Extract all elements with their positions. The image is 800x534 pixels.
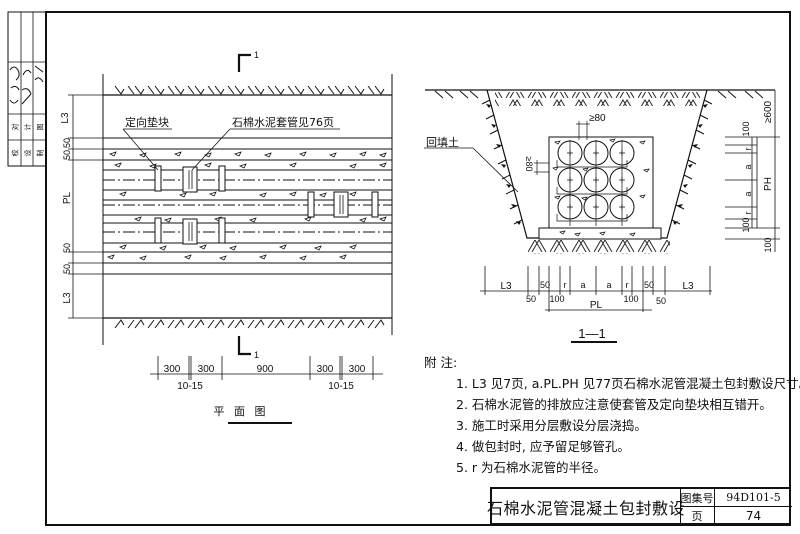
label-backfill: 回填土 [426, 135, 459, 149]
signature-icon [9, 66, 20, 104]
svg-text:a: a [580, 280, 585, 290]
svg-text:50: 50 [62, 243, 72, 253]
svg-text:a: a [606, 280, 611, 290]
svg-text:50: 50 [62, 264, 72, 274]
svg-text:300: 300 [164, 364, 181, 375]
label-orientation-block: 定向垫块 [125, 115, 169, 129]
svg-text:r: r [564, 280, 567, 290]
label-sleeve: 石棉水泥套管见76页 [232, 115, 334, 129]
svg-text:10-15: 10-15 [328, 381, 354, 392]
svg-text:1: 1 [254, 350, 259, 360]
atlas-number: 94D101-5 [715, 489, 792, 507]
note-item: 1. L3 见7页, a.PL.PH 见77页石棉水泥管混凝土包封敷设尺寸。 [456, 376, 800, 391]
svg-text:100: 100 [763, 237, 773, 252]
svg-text:50: 50 [62, 138, 72, 148]
drawing-frame [45, 11, 791, 526]
section-view: ≥80 ≥80 回填土 ≥600 100 r a a r 100 100 [424, 89, 780, 343]
svg-text:50: 50 [540, 280, 550, 290]
svg-text:100: 100 [741, 121, 751, 136]
svg-text:≥600: ≥600 [763, 100, 774, 123]
svg-text:L3: L3 [60, 112, 71, 124]
note-item: 4. 做包封时, 应予留足够管孔。 [456, 439, 630, 454]
notes: 附 注: 1. L3 见7页, a.PL.PH 见77页石棉水泥管混凝土包封敷设… [424, 352, 800, 478]
svg-text:100: 100 [741, 217, 751, 232]
svg-text:1: 1 [254, 50, 259, 60]
svg-text:a: a [743, 164, 753, 169]
svg-text:50: 50 [62, 150, 72, 160]
section-mark-top [237, 53, 251, 72]
svg-text:对: 对 [11, 124, 20, 131]
section-caption: 1—1 [578, 326, 605, 341]
svg-text:PL: PL [590, 300, 603, 311]
svg-text:图: 图 [37, 124, 45, 131]
svg-text:制: 制 [36, 150, 45, 157]
plan-view: 1 1 [60, 50, 393, 424]
svg-text:300: 300 [317, 364, 334, 375]
note-item: 2. 石棉水泥管的排放应注意使套管及定向垫块相互错开。 [456, 397, 772, 412]
svg-text:PH: PH [763, 177, 774, 191]
svg-text:L3: L3 [62, 292, 73, 304]
svg-text:50: 50 [656, 296, 666, 306]
svg-text:≥80: ≥80 [589, 113, 606, 124]
svg-text:设: 设 [23, 150, 32, 157]
svg-text:≥80: ≥80 [524, 157, 534, 172]
svg-text:r: r [626, 280, 629, 290]
side-panel: 对 计 图 校 设 制 [7, 11, 47, 167]
svg-text:L3: L3 [682, 281, 694, 292]
svg-text:a: a [743, 191, 753, 196]
svg-text:900: 900 [257, 364, 274, 375]
svg-text:50: 50 [526, 294, 536, 304]
svg-text:50: 50 [644, 280, 654, 290]
svg-text:r: r [743, 148, 753, 151]
svg-text:计: 计 [23, 124, 32, 131]
section-mark-bottom [237, 336, 251, 356]
svg-text:校: 校 [11, 150, 20, 157]
note-item: 3. 施工时采用分层敷设分层浇捣。 [456, 418, 647, 433]
svg-text:300: 300 [349, 364, 366, 375]
notes-heading: 附 注: [424, 355, 458, 370]
page-label: 页 [680, 507, 715, 525]
svg-text:100: 100 [549, 294, 564, 304]
svg-text:PL: PL [62, 191, 73, 204]
note-item: 5. r 为石棉水泥管的半径。 [456, 460, 607, 475]
svg-text:100: 100 [623, 294, 638, 304]
svg-text:10-15: 10-15 [177, 381, 203, 392]
title-block: 石棉水泥管混凝土包封敷设 图集号 94D101-5 页 74 [487, 487, 792, 525]
svg-text:300: 300 [198, 364, 215, 375]
plan-view-caption: 平 面 图 [214, 405, 269, 418]
page-number: 74 [745, 509, 762, 523]
svg-text:r: r [743, 212, 753, 215]
svg-text:L3: L3 [500, 281, 512, 292]
atlas-label: 图集号 [680, 489, 715, 507]
drawing-title: 石棉水泥管混凝土包封敷设 [487, 489, 685, 525]
